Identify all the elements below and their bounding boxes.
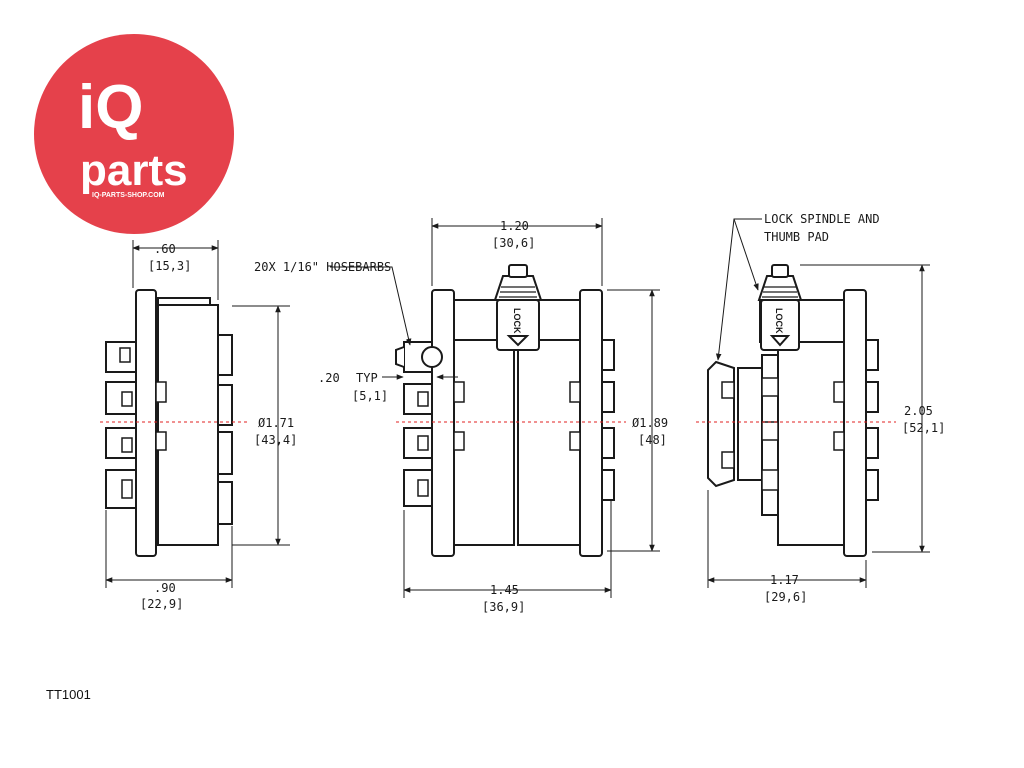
right-view: [707, 264, 879, 557]
left-top-dim-mm: [15,3]: [148, 259, 191, 273]
left-bottom-dim-mm: [22,9]: [140, 597, 183, 611]
middle-diameter: Ø1.89: [632, 416, 668, 430]
middle-lock-top: [493, 275, 543, 301]
iq-parts-logo[interactable]: iQ parts IQ-PARTS-SHOP.COM: [34, 34, 234, 234]
left-top-dim: .60: [154, 242, 176, 256]
right-height-dim-mm: [52,1]: [902, 421, 945, 435]
left-body: [157, 304, 219, 546]
left-top-step: [157, 297, 211, 305]
left-flange: [135, 289, 157, 557]
left-diameter-mm: [43,4]: [254, 433, 297, 447]
left-pad: [217, 334, 233, 376]
left-pad: [217, 384, 233, 426]
logo-site: IQ-PARTS-SHOP.COM: [92, 192, 165, 199]
right-height-dim: 2.05: [904, 404, 933, 418]
barb-typ: TYP: [356, 371, 378, 385]
left-pad: [217, 481, 233, 525]
middle-right-flange: [579, 289, 603, 557]
middle-view: [395, 264, 615, 557]
middle-diameter-mm: [48]: [638, 433, 667, 447]
middle-left-flange: [431, 289, 455, 557]
left-view: [105, 289, 233, 557]
barb-dim: .20: [318, 371, 340, 385]
lock-label: LOCK: [512, 308, 522, 334]
part-number: TT1001: [46, 687, 91, 702]
middle-top-dim: 1.20: [500, 219, 529, 233]
right-flange: [843, 289, 867, 557]
left-pad: [217, 431, 233, 475]
left-diameter: Ø1.71: [258, 416, 294, 430]
lock-spindle-callout-1: LOCK SPINDLE AND: [764, 212, 880, 226]
logo-line2: parts: [80, 146, 188, 195]
left-connectors: [105, 341, 137, 509]
left-bottom-dim: .90: [154, 581, 176, 595]
logo-line1: iQ: [78, 73, 143, 142]
left-dimensions: [105, 240, 290, 588]
right-dimensions: [707, 218, 930, 588]
middle-dimensions: [330, 218, 660, 598]
right-lock-label: LOCK: [774, 308, 784, 334]
right-bottom-dim-mm: [29,6]: [764, 590, 807, 604]
right-bottom-dim: 1.17: [770, 573, 799, 587]
hosebarb-callout: 20X 1/16" HOSEBARBS: [254, 260, 391, 274]
middle-bottom-dim-mm: [36,9]: [482, 600, 525, 614]
barb-dim-mm: [5,1]: [352, 389, 388, 403]
lock-spindle-callout-2: THUMB PAD: [764, 230, 829, 244]
logo-circle: [34, 34, 234, 234]
middle-bottom-dim: 1.45: [490, 583, 519, 597]
middle-top-dim-mm: [30,6]: [492, 236, 535, 250]
